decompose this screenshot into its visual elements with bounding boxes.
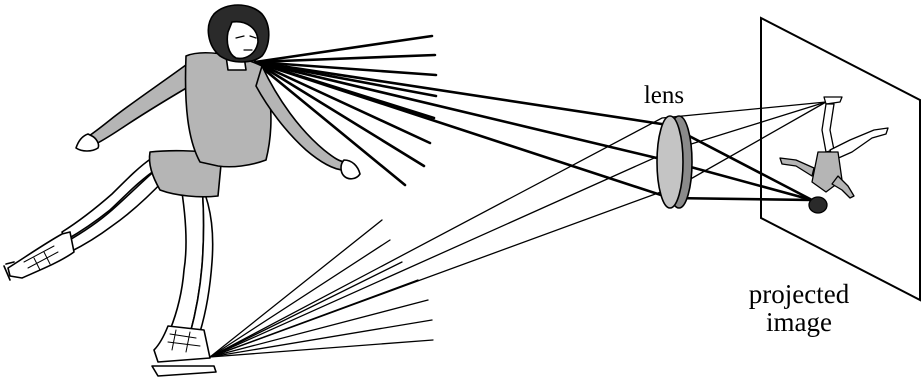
labels: lens projected image (644, 82, 850, 337)
ray (253, 60, 438, 77)
projected-label-line2: image (766, 307, 832, 337)
ray (253, 34, 434, 64)
projection-screen (760, 16, 921, 302)
image-skate (823, 96, 843, 105)
image-head (808, 196, 828, 214)
ray (209, 101, 827, 358)
skate-scatter-rays (209, 219, 434, 358)
right-hand (340, 159, 361, 180)
skater (3, 4, 361, 377)
shoulder-scatter-rays (253, 34, 438, 187)
lens-face (656, 115, 684, 209)
raised-boot (7, 231, 75, 279)
ray (209, 319, 433, 358)
ray (253, 60, 432, 145)
screen-face (760, 16, 921, 302)
ray (209, 239, 391, 358)
standing-laces (167, 329, 201, 353)
left-hand (75, 133, 100, 152)
ray (209, 219, 383, 358)
ray (209, 339, 434, 358)
projected-skater-image (779, 96, 889, 214)
ray (253, 53, 437, 64)
face (226, 20, 259, 60)
raised-blade (3, 261, 15, 281)
raised-leg-inner (65, 165, 167, 253)
ray (253, 60, 407, 187)
standing-blade (151, 365, 217, 377)
left-arm (85, 61, 201, 147)
image-raised-leg (829, 127, 889, 161)
facial-features (235, 35, 257, 51)
lens-label: lens (644, 82, 684, 109)
ray (209, 299, 429, 358)
ray (209, 261, 403, 358)
image-arm-right (831, 175, 855, 199)
image-arm-left (779, 157, 815, 177)
ray (253, 60, 426, 168)
lens (656, 115, 693, 209)
projected-label-line1: projected (749, 279, 850, 309)
boot-laces (23, 245, 59, 271)
